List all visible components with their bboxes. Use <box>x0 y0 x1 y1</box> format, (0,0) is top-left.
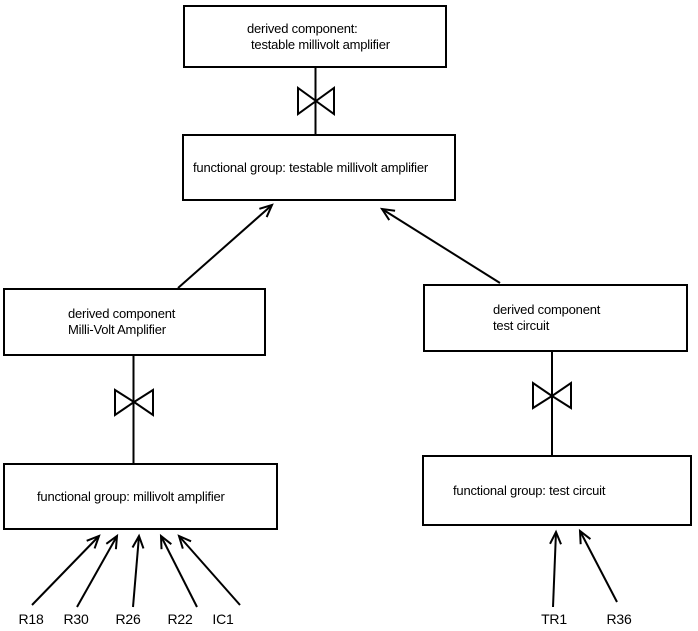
node-label-line2: Milli-Volt Amplifier <box>68 322 166 337</box>
node-functional-group-test-circuit: functional group: test circuit <box>422 455 692 526</box>
node-label: functional group: testable millivolt amp… <box>193 159 429 175</box>
bowtie-connector-icon <box>114 388 154 417</box>
leaf-label-r36: R36 <box>606 611 632 627</box>
arrow-derived-millivolt-to-functional-testable <box>177 203 274 289</box>
link-derived-testable-to-functional-testable <box>297 68 335 134</box>
arrow-r22 <box>159 533 198 608</box>
node-derived-component-test-circuit: derived component test circuit <box>423 284 688 352</box>
arrow-r36 <box>578 528 618 603</box>
leaf-label-r30: R30 <box>63 611 89 627</box>
arrow-derived-test-to-functional-testable <box>379 207 501 284</box>
node-label-line1: derived component <box>68 306 176 321</box>
node-label-line1: derived component: <box>247 20 358 36</box>
node-derived-component-testable-amplifier: derived component: testable millivolt am… <box>183 5 447 68</box>
arrow-r18 <box>31 534 101 606</box>
bowtie-connector-icon <box>532 381 572 410</box>
leaf-label-r26: R26 <box>115 611 141 627</box>
bowtie-connector-icon <box>297 86 335 116</box>
leaf-label-r18: R18 <box>18 611 44 627</box>
node-functional-group-millivolt-amplifier: functional group: millivolt amplifier <box>3 463 278 530</box>
leaf-label-tr1: TR1 <box>541 611 567 627</box>
node-label: functional group: millivolt amplifier <box>37 488 225 504</box>
arrow-tr1 <box>549 529 562 608</box>
leaf-label-ic1: IC1 <box>212 611 234 627</box>
leaf-label-r22: R22 <box>167 611 193 627</box>
arrow-ic1 <box>177 534 241 606</box>
node-derived-component-millivolt-amplifier: derived component Milli-Volt Amplifier <box>3 288 266 356</box>
arrow-r26 <box>131 533 145 608</box>
link-derived-test-to-functional-test <box>532 352 572 455</box>
node-label: functional group: test circuit <box>453 482 606 498</box>
node-functional-group-testable-amplifier: functional group: testable millivolt amp… <box>182 134 456 201</box>
link-derived-millivolt-to-functional-millivolt <box>114 356 154 463</box>
arrow-r30 <box>76 533 119 608</box>
node-label-line2: test circuit <box>493 318 550 333</box>
node-label-line1: derived component <box>493 302 601 317</box>
node-label-line2: testable millivolt amplifier <box>251 36 390 52</box>
